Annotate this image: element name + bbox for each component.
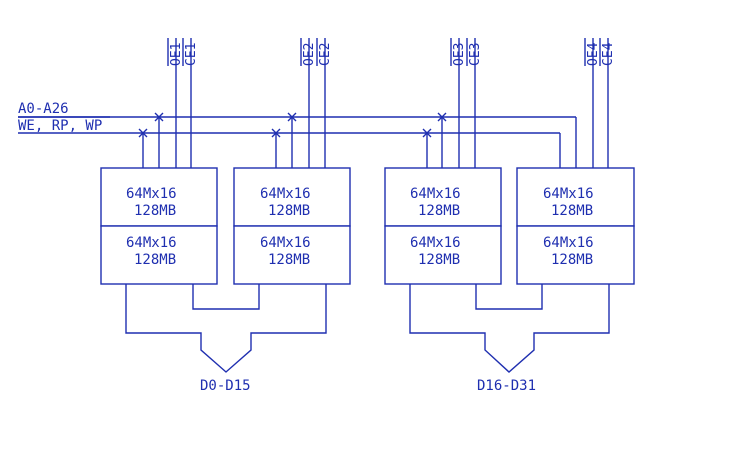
output-bus-low bbox=[125, 284, 327, 373]
chip-size: 128MB bbox=[134, 252, 176, 268]
inner-data-link bbox=[192, 284, 260, 310]
chip-capacity: 64Mx16 bbox=[410, 186, 461, 202]
chip-capacity: 64Mx16 bbox=[543, 186, 594, 202]
chip-size: 128MB bbox=[268, 252, 310, 268]
output-arrow bbox=[409, 284, 610, 373]
ce-signal-label: CE2 bbox=[318, 43, 333, 66]
chip-capacity: 64Mx16 bbox=[260, 186, 311, 202]
chip-capacity: 64Mx16 bbox=[543, 235, 594, 251]
output-arrow bbox=[125, 284, 327, 373]
junction-mark bbox=[422, 128, 432, 138]
chip-size: 128MB bbox=[268, 203, 310, 219]
chip-capacity: 64Mx16 bbox=[260, 235, 311, 251]
oe-signal-label: OE3 bbox=[452, 43, 467, 66]
chip-size: 128MB bbox=[551, 203, 593, 219]
inner-data-link bbox=[475, 284, 543, 310]
control-bus-label: WE, RP, WP bbox=[18, 118, 102, 134]
memory-chip-top bbox=[100, 167, 218, 227]
memory-chip-bottom bbox=[100, 225, 218, 285]
output-label-low: D0-D15 bbox=[200, 378, 251, 394]
chip-capacity: 64Mx16 bbox=[126, 235, 177, 251]
output-bus-high bbox=[409, 284, 610, 373]
memory-chip-top bbox=[384, 167, 502, 227]
junction-mark bbox=[287, 112, 297, 122]
oe-signal-label: OE2 bbox=[302, 43, 317, 66]
memory-chip-bottom bbox=[233, 225, 351, 285]
ce-signal-label: CE3 bbox=[468, 43, 483, 66]
chip-size: 128MB bbox=[418, 252, 460, 268]
memory-group-4: OE4 CE4 64Mx16 128MB 64Mx16 128MB bbox=[516, 38, 635, 285]
output-label-high: D16-D31 bbox=[477, 378, 536, 394]
junction-mark bbox=[271, 128, 281, 138]
junction-mark bbox=[138, 128, 148, 138]
junction-mark bbox=[154, 112, 164, 122]
memory-chip-bottom bbox=[384, 225, 502, 285]
oe-signal-label: OE1 bbox=[169, 43, 184, 66]
chip-size: 128MB bbox=[418, 203, 460, 219]
memory-group-2: OE2 CE2 64Mx16 128MB 64Mx16 128MB bbox=[233, 38, 351, 285]
chip-size: 128MB bbox=[551, 252, 593, 268]
chip-size: 128MB bbox=[134, 203, 176, 219]
address-bus-label: A0-A26 bbox=[18, 101, 69, 117]
ce-signal-label: CE4 bbox=[601, 42, 616, 66]
oe-signal-label: OE4 bbox=[586, 42, 601, 66]
chip-capacity: 64Mx16 bbox=[410, 235, 461, 251]
junction-mark bbox=[437, 112, 447, 122]
memory-group-1: OE1 CE1 64Mx16 128MB 64Mx16 128MB bbox=[100, 38, 218, 285]
memory-chip-bottom bbox=[516, 225, 635, 285]
ce-signal-label: CE1 bbox=[184, 43, 199, 66]
memory-group-3: OE3 CE3 64Mx16 128MB 64Mx16 128MB bbox=[384, 38, 502, 285]
chip-capacity: 64Mx16 bbox=[126, 186, 177, 202]
